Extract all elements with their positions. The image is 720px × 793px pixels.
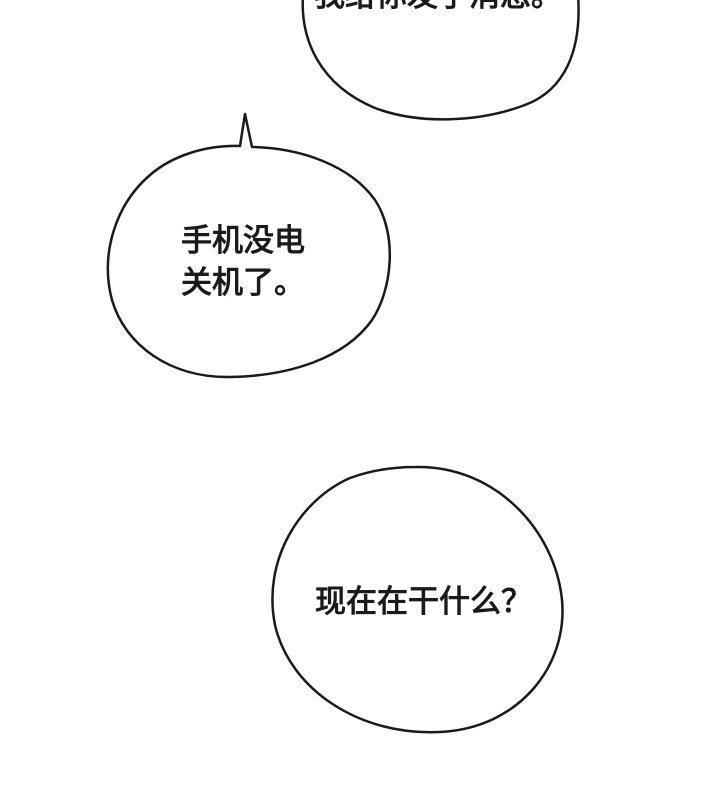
speech-bubble-bottom: 现在在干什么？ (271, 465, 564, 734)
speech-bubble-top-text: 我给你发了消息。 (314, 0, 562, 14)
speech-bubble-middle-line2: 关机了。 (181, 265, 305, 301)
speech-bubble-bottom-text: 现在在干什么？ (315, 584, 532, 620)
speech-bubble-middle-line1: 手机没电 (181, 223, 305, 259)
speech-bubble-top: 我给你发了消息。 (301, 0, 580, 121)
speech-bubble-middle-outline (106, 112, 391, 379)
speech-bubble-middle: 手机没电 关机了。 (106, 112, 391, 379)
speech-bubble-bottom-outline (271, 465, 564, 734)
speech-bubble-top-outline (301, 0, 580, 121)
